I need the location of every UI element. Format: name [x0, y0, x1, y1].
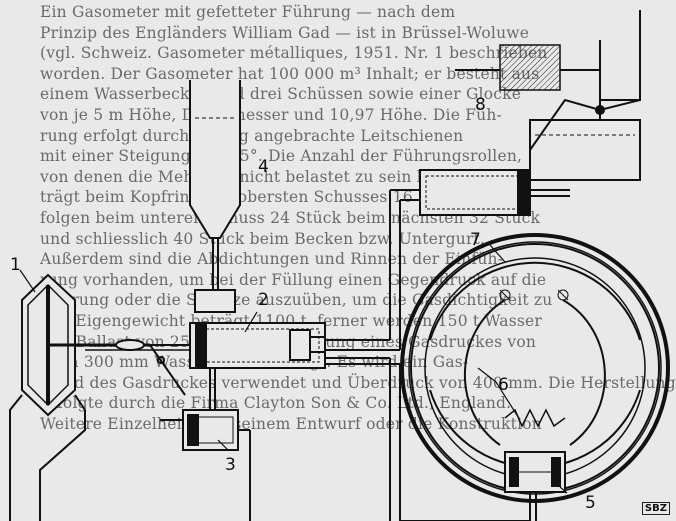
- background-text-line: Ein Gasometer mit gefetteter Führung — n…: [40, 3, 456, 21]
- background-text-line: erfolgte durch die Firma Clayton Son & C…: [40, 394, 512, 413]
- background-text-line: von denen die Mehrzahl nicht belastet zu…: [40, 167, 515, 186]
- label-3: 3: [225, 455, 236, 475]
- cylinder-3: [182, 368, 251, 521]
- label-6: 6: [498, 375, 509, 395]
- label-8: 8: [475, 95, 486, 115]
- cylinder-5: [400, 451, 566, 521]
- background-text-line: trägt beim Kopfring des obersten Schusse…: [40, 188, 515, 207]
- brake-shoes-6: [463, 299, 606, 446]
- linkage-rod: [85, 339, 195, 421]
- background-text: Ein Gasometer mit gefetteter Führung — n…: [40, 2, 676, 434]
- funnel-4: [189, 80, 241, 313]
- background-text-line: rung vorhanden, um bei der Füllung einen…: [40, 270, 547, 289]
- leader-lines: [19, 244, 568, 494]
- background-text-line: Prinzip des Engländers William Gad — ist…: [40, 23, 530, 42]
- background-text-line: von je 5 m Höhe, Durchmesser und 10,97 H…: [40, 105, 502, 124]
- background-text-line: (vgl. Schweiz. Gasometer métalliques, 19…: [40, 44, 548, 63]
- background-text-line: folgen beim unteren Schuss 24 Stück beim…: [40, 208, 541, 227]
- label-4: 4: [258, 157, 269, 177]
- background-text-line: stand des Gasdruckes verwendet und Überd…: [40, 373, 676, 392]
- label-2: 2: [258, 290, 269, 310]
- background-text-line: einem Wasserbecken und drei Schüssen sow…: [40, 85, 522, 104]
- background-text-line: rung erfolgt durch schräg angebrachte Le…: [40, 126, 464, 145]
- label-1: 1: [10, 255, 21, 275]
- publisher-stamp: SBZ: [641, 502, 670, 515]
- background-text-line: und schliesslich 40 Stück beim Becken bz…: [40, 229, 486, 248]
- cylinder-8: [419, 10, 641, 216]
- vessel-1: [9, 273, 150, 521]
- background-text-line: Außerdem sind die Abdichtungen und Rinne…: [40, 250, 504, 269]
- label-5: 5: [585, 493, 596, 513]
- cylinder-2: [189, 189, 420, 521]
- background-text-line: worden. Der Gasometer hat 100 000 m³ Inh…: [40, 64, 540, 83]
- label-7: 7: [470, 230, 481, 250]
- background-text-line: mit einer Steigung von 45°. Die Anzahl d…: [40, 147, 523, 166]
